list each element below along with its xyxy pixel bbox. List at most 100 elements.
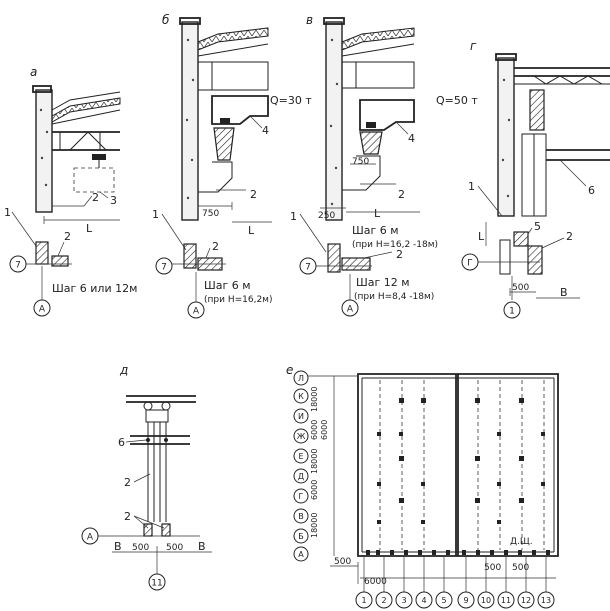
col-axis-3: 3 (401, 596, 406, 605)
col-axis-11: 11 (501, 596, 511, 605)
panel-e-row-dims: 18000 6000 18000 6000 18000 6000 (310, 387, 329, 538)
panel-d-callout-6: 6 (118, 436, 125, 449)
panel-g-callout-6: 6 (588, 184, 595, 197)
panel-d-axis-row-marker (81, 527, 99, 545)
col-axis-2: 2 (381, 596, 386, 605)
row-axis-L: Л (298, 374, 304, 383)
panel-v-load: Q=50 т (436, 94, 478, 107)
panel-g-inner-post (529, 89, 545, 131)
panel-e-row-axes: Л К И Ж Е Д Г В Б А (293, 370, 309, 562)
panel-v-column (325, 21, 343, 221)
panel-v-axis-col: А (347, 305, 354, 315)
row-axis-D: Д (298, 472, 304, 481)
panel-a-plan-beam (51, 255, 69, 267)
panel-v-dim-L: L (374, 207, 381, 220)
row-dim-4: 6000 (310, 480, 319, 500)
panel-g-axis-row: Г (467, 259, 473, 269)
col-axis-12: 12 (521, 596, 531, 605)
panel-g-plan-column (527, 245, 543, 275)
panel-b-axis-row: 7 (161, 263, 167, 273)
panel-a-crane-outline (73, 167, 115, 193)
panel-v-section-callout: 2 (396, 248, 403, 261)
panel-v-offset-2: 250 (318, 211, 335, 221)
panel-e-bottom-columns (366, 550, 550, 555)
panel-a-axis-row: 7 (15, 261, 21, 271)
panel-d-axis-row: А (87, 533, 94, 543)
panel-b-plan-column (183, 243, 197, 269)
row-dim-1: 18000 (310, 387, 319, 412)
col-axis-1: 1 (361, 596, 366, 605)
panel-g-callout-2: 2 (566, 230, 573, 243)
panel-a-axis-row-marker (9, 255, 27, 273)
panel-b-load: Q=30 т (270, 94, 312, 107)
bottom-dim-joint-2: 500 (512, 563, 529, 573)
row-axis-E: Е (298, 452, 303, 461)
panel-g-column (497, 57, 515, 217)
row-dim-2: 6000 (310, 420, 319, 440)
panel-g-callout-5: 5 (534, 220, 541, 233)
panel-d-axis-col: 11 (151, 579, 162, 589)
panel-e-expansion-joint (455, 374, 459, 556)
panel-b-offset: 750 (202, 209, 219, 219)
panel-v-axis-row-marker (299, 257, 317, 275)
panel-b: б Q=30 т 4 2 750 L 1 2 7 (152, 13, 312, 319)
col-axis-13: 13 (541, 596, 551, 605)
panel-v-plan-beam (341, 257, 371, 271)
panel-g-offset: 500 (512, 283, 529, 293)
panel-v: в Q=50 т 4 2 750 250 L 1 2 7 (290, 13, 478, 317)
panel-d-callout-2b: 2 (124, 510, 131, 523)
panel-v-plan-column (327, 243, 341, 273)
panel-d-label: д (119, 363, 128, 377)
panel-b-section-callout: 2 (212, 240, 219, 253)
panel-d-dim-right: В (198, 540, 206, 553)
row-axis-I: И (298, 412, 304, 421)
panel-d-dim-left: В (114, 540, 122, 553)
panel-a-roof (51, 97, 121, 123)
panel-b-dim-L: L (248, 224, 255, 237)
panel-v-caption-4: (при H=8,4 -18м) (354, 292, 434, 302)
row-axis-K: К (298, 392, 304, 401)
panel-v-caption-1: Шаг 6 м (352, 224, 399, 237)
bottom-dim-joint-1: 500 (484, 563, 501, 573)
panel-a-section-callout: 2 (64, 230, 71, 243)
panel-a: а 2 3 L 1 2 7 (4, 65, 137, 317)
row-axis-Zh: Ж (297, 432, 306, 441)
col-axis-5: 5 (441, 596, 446, 605)
panel-e-col-axes: 1 2 3 4 5 9 10 11 12 13 (355, 591, 555, 609)
panel-d-dim-mid-1: 500 (132, 543, 149, 553)
panel-a-callout-3: 3 (110, 194, 117, 207)
panel-e-label: е (286, 363, 293, 377)
panel-a-axis-col-marker (33, 299, 51, 317)
row-dim-5: 18000 (310, 513, 319, 538)
panel-e-column-grid (377, 398, 545, 524)
panel-b-callout-1: 1 (152, 208, 159, 221)
panel-a-label: а (30, 65, 37, 79)
panel-a-caption: Шаг 6 или 12м (52, 282, 137, 295)
panel-v-roof (341, 27, 415, 51)
panel-g-axis-row-marker (461, 253, 479, 271)
bottom-dim-offset: 500 (334, 557, 351, 567)
panel-g-axis-col: 1 (509, 307, 515, 317)
bottom-dim-span: 6000 (364, 577, 387, 587)
panel-b-caption-2: (при H=16,2м) (204, 295, 272, 305)
panel-d-callout-2a: 2 (124, 476, 131, 489)
panel-a-dim-L: L (86, 222, 93, 235)
panel-g: г 6 1 5 2 L Г 500 В 1 (461, 39, 610, 319)
panel-a-column (35, 89, 53, 213)
row-dim-3: 18000 (310, 449, 319, 474)
panel-g-plan-block (513, 231, 529, 247)
row-axis-A: А (298, 550, 304, 559)
panel-v-caption-2: (при H=16,2 -18м) (352, 240, 438, 250)
panel-v-callout-4: 4 (408, 132, 415, 145)
panel-g-dim-L: L (478, 230, 485, 243)
panel-a-callout-1: 1 (4, 206, 11, 219)
panel-g-dim-2: В (560, 286, 568, 299)
panel-d-plan-left (143, 523, 153, 537)
panel-b-axis-col-marker (187, 301, 205, 319)
panel-b-axis-col: А (193, 307, 200, 317)
col-axis-4: 4 (421, 596, 426, 605)
panel-g-callout-1: 1 (468, 180, 475, 193)
panel-e-outline (357, 373, 559, 557)
panel-g-axis-col-marker (503, 301, 521, 319)
